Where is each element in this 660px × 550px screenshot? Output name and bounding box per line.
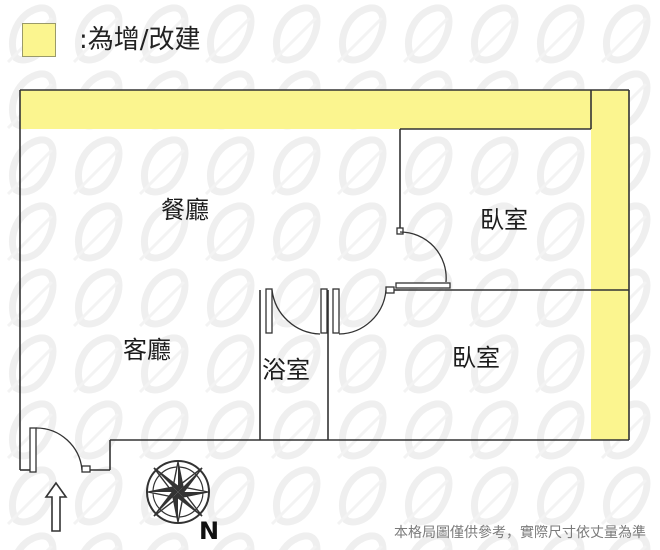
room-label-bedroom-top: 臥室 xyxy=(480,206,528,234)
disclaimer-text: 本格局圖僅供參考，實際尺寸依丈量為準 xyxy=(394,525,646,541)
room-label-bathroom: 浴室 xyxy=(262,356,310,384)
room-label-bedroom-bottom: 臥室 xyxy=(452,344,500,372)
legend-swatch xyxy=(22,23,56,57)
room-label-living: 客廳 xyxy=(123,336,171,364)
addition-zone-top xyxy=(20,90,591,129)
compass-rose-icon xyxy=(146,460,210,524)
compass-north-label: N xyxy=(199,517,220,545)
addition-zone-right xyxy=(591,90,629,440)
entrance-arrow-icon xyxy=(44,481,68,532)
legend-label: :為增/改建 xyxy=(79,25,201,55)
doors xyxy=(29,227,451,473)
room-label-dining: 餐廳 xyxy=(161,196,209,224)
walls xyxy=(19,89,630,471)
